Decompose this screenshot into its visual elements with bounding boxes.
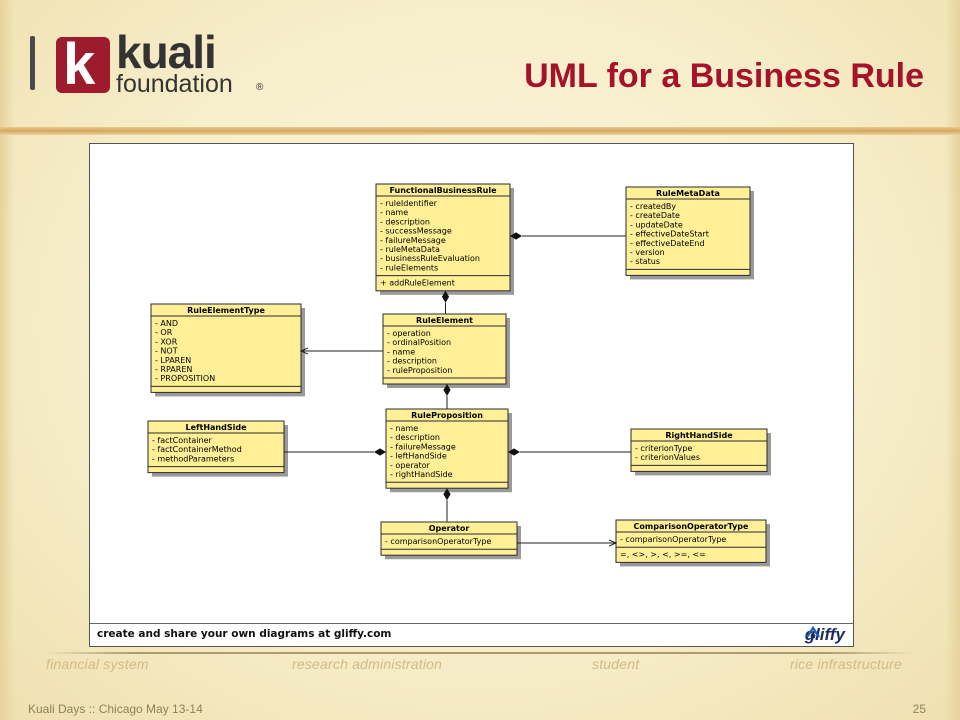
uml-class-rmd: RuleMetaData - createdBy- createDate- upd… — [625, 186, 754, 280]
class-attribute: - leftHandSide — [390, 452, 447, 461]
class-attribute: - failureMessage — [390, 442, 456, 451]
uml-class-lhs: LeftHandSide - factContainer- factContain… — [147, 420, 288, 477]
class-attribute: - createdBy — [630, 202, 676, 211]
class-box — [630, 428, 768, 472]
uml-class-cot: ComparisonOperatorType - comparisonOperat… — [615, 519, 770, 567]
uml-class-re: RuleElement- operation- ordinalPosition-… — [382, 313, 510, 388]
class-attribute: - status — [630, 257, 660, 266]
composition-diamond — [441, 290, 450, 303]
class-attribute: - criterionValues — [635, 453, 700, 462]
footer-divider — [46, 652, 914, 654]
class-name: RuleElement — [416, 316, 473, 325]
uml-class-rhs: RightHandSide - criterionType- criterionV… — [630, 428, 771, 476]
class-attribute: - version — [630, 248, 665, 257]
slide-edge-left — [0, 0, 14, 720]
tagline-financial-system: financial system — [46, 656, 149, 672]
diagram-footer: create and share your own diagrams at gl… — [90, 623, 853, 646]
logo-bracket — [30, 36, 35, 90]
class-attribute: - name — [387, 347, 415, 356]
class-attribute: - OR — [155, 328, 173, 337]
class-attribute: - ordinalPosition — [387, 338, 451, 347]
class-attribute: - factContainer — [152, 436, 212, 445]
composition-diamond — [510, 232, 522, 240]
class-attribute: - PROPOSITION — [155, 374, 215, 383]
class-name: ComparisonOperatorType — [634, 522, 749, 531]
class-name: RightHandSide — [665, 431, 733, 440]
class-attribute: - NOT — [155, 347, 178, 356]
class-attribute: - factContainerMethod — [152, 445, 242, 454]
class-attribute: - XOR — [155, 337, 178, 346]
class-attribute: - description — [387, 357, 437, 366]
uml-canvas: FunctionalBusinessRule- ruleIdentifier- … — [147, 183, 771, 567]
class-box — [375, 183, 511, 292]
class-attribute: - effectiveDateEnd — [630, 239, 705, 248]
composition-diamond — [443, 488, 451, 501]
event-footer: Kuali Days :: Chicago May 13-14 — [28, 702, 203, 716]
class-attribute: - methodParameters — [152, 454, 234, 463]
slide-edge-right — [946, 0, 960, 720]
class-attribute: - ruleProposition — [387, 366, 452, 375]
logo-word-foundation: foundation — [116, 70, 233, 98]
class-name: RuleProposition — [411, 411, 483, 420]
tagline-student: student — [592, 656, 640, 672]
class-attribute: - comparisonOperatorType — [385, 537, 491, 546]
tagline-research-administration: research administration — [292, 656, 443, 672]
class-attribute: - LPAREN — [155, 356, 191, 365]
class-name: RuleElementType — [187, 306, 265, 315]
class-attribute: - description — [390, 433, 440, 442]
logo-registered-mark: ® — [256, 82, 264, 93]
class-attribute: - failureMessage — [380, 236, 446, 245]
kuali-logo: k kuali foundation ® — [30, 26, 270, 100]
tagline-rice-infrastructure: rice infrastructure — [790, 656, 902, 672]
uml-class-fbr: FunctionalBusinessRule- ruleIdentifier- … — [375, 183, 514, 295]
uml-diagram: FunctionalBusinessRule- ruleIdentifier- … — [89, 143, 854, 647]
class-attribute: - rightHandSide — [390, 470, 453, 479]
class-attribute: - name — [390, 424, 418, 433]
class-attribute: - name — [380, 208, 408, 217]
uml-class-op: Operator - comparisonOperatorType — [380, 521, 521, 560]
logo-mark-letter: k — [63, 32, 96, 97]
class-attribute: - ruleElements — [380, 263, 438, 272]
gliffy-brand[interactable]: gliffy — [805, 625, 845, 645]
class-name: LeftHandSide — [186, 423, 248, 432]
composition-diamond — [443, 384, 451, 396]
class-attribute: - ruleMetaData — [380, 245, 440, 254]
gliffy-icon — [805, 625, 820, 639]
logo-mark: k — [56, 33, 110, 97]
class-attribute: - effectiveDateStart — [630, 230, 709, 239]
class-attribute: - successMessage — [380, 227, 452, 236]
slide-title: UML for a Business Rule — [524, 57, 924, 95]
class-box — [147, 420, 285, 474]
class-box — [615, 519, 767, 563]
logo-word-kuali: kuali — [116, 26, 217, 78]
class-attribute: - updateDate — [630, 220, 683, 229]
class-name: RuleMetaData — [656, 189, 720, 198]
class-operation: =, <>, >, <, >=, <= — [620, 550, 706, 559]
class-attribute: - RPAREN — [155, 365, 192, 374]
class-name: Operator — [429, 524, 470, 533]
class-attribute: - AND — [155, 319, 178, 328]
gliffy-promo-text: create and share your own diagrams at gl… — [97, 628, 392, 640]
class-name: FunctionalBusinessRule — [389, 186, 497, 195]
class-attribute: - comparisonOperatorType — [620, 535, 726, 544]
class-attribute: - criterionType — [635, 444, 692, 453]
class-attribute: - businessRuleEvaluation — [380, 254, 480, 263]
class-box — [150, 303, 302, 393]
composition-diamond — [374, 448, 386, 456]
class-operation: + addRuleElement — [380, 279, 455, 288]
uml-class-rp: RuleProposition - name- description- fail… — [385, 408, 512, 493]
class-box — [625, 186, 751, 276]
class-attribute: - createDate — [630, 211, 680, 220]
uml-class-ret: RuleElementType - AND- OR- XOR- NOT- LPAR… — [150, 303, 305, 397]
page-number: 25 — [912, 702, 926, 716]
class-attribute: - operator — [390, 461, 431, 470]
class-attribute: - description — [380, 217, 430, 226]
composition-diamond — [508, 448, 520, 456]
header-band — [0, 127, 960, 135]
class-attribute: - ruleIdentifier — [380, 199, 438, 208]
class-box — [385, 408, 509, 489]
class-attribute: - operation — [387, 329, 431, 338]
